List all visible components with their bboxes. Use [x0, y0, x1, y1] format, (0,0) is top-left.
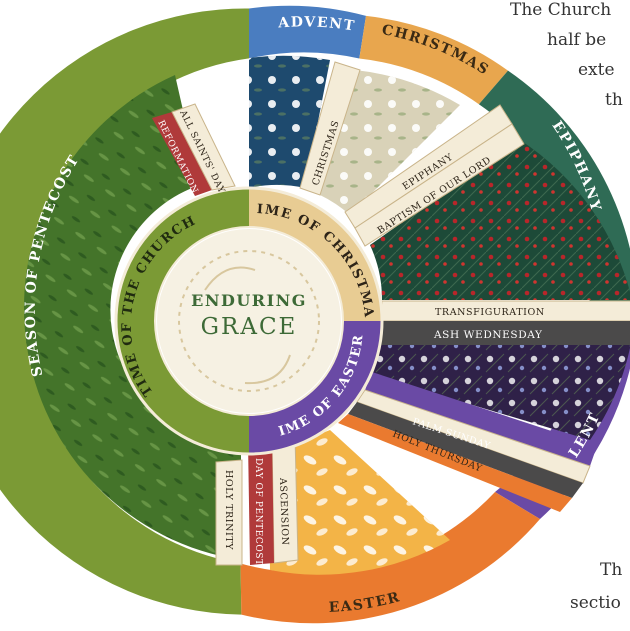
- feast-baptism-band: [354, 123, 525, 247]
- center-title-line1: ENDURING: [191, 291, 307, 310]
- center-medallion: [157, 229, 341, 413]
- feast-palm-sunday-band: [365, 372, 597, 466]
- feast-all-saints-band: [171, 103, 236, 191]
- side-text-line-2: half be: [547, 30, 607, 50]
- season-pentecost-ring: [0, 8, 249, 615]
- feast-label-holy-trinity: HOLY TRINITY: [223, 470, 234, 550]
- side-text-line-1: The Church: [510, 0, 612, 20]
- side-text-line-4: th: [605, 90, 623, 110]
- feast-ash-wednesday-band: [380, 321, 630, 345]
- feast-holy-trinity-band: [215, 459, 243, 566]
- feast-easter-band: [338, 414, 572, 512]
- season-advent-ring: [249, 5, 366, 59]
- season-easter-ring: [240, 492, 540, 624]
- season-christmas-ring: [359, 15, 508, 105]
- feast-reformation-band: [152, 112, 212, 196]
- side-text-line-5: Th: [600, 560, 623, 580]
- season-label-advent: ADVENT: [277, 14, 357, 34]
- feast-label-ascension: ASCENSION: [277, 477, 290, 546]
- feast-label-transfiguration: TRANSFIGURATION: [435, 307, 545, 318]
- feast-label-ash-wednesday: ASH WEDNESDAY: [433, 329, 543, 341]
- feast-label-day-of-pentecost: DAY OF PENTECOST: [253, 458, 263, 566]
- time-of-the-church-ring: [116, 188, 249, 454]
- feast-day-of-pentecost-band: [248, 440, 274, 565]
- side-text-line-6: sectio: [570, 593, 621, 613]
- feast-good-friday-band: [348, 402, 583, 498]
- center-title-line2: GRACE: [201, 314, 298, 340]
- side-text-line-3: exte: [578, 60, 615, 80]
- feast-christmas-band: [299, 61, 361, 196]
